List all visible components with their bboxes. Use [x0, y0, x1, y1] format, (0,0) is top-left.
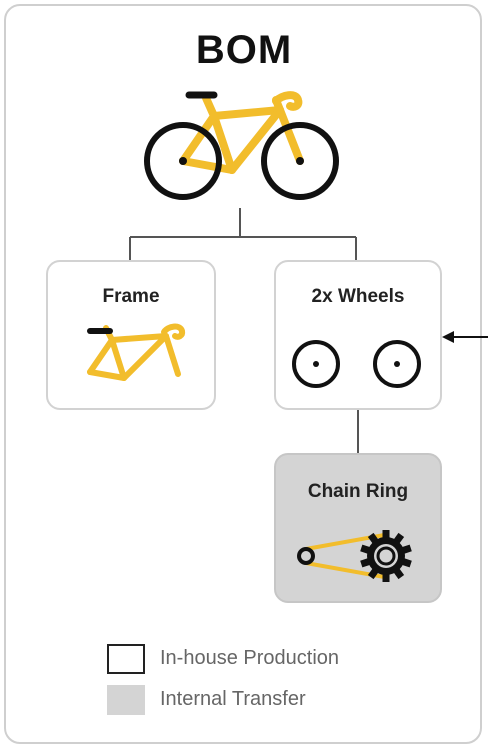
legend-swatch-internal-transfer: [107, 685, 145, 715]
chain-ring-icon: [297, 530, 412, 582]
frame-icon: [87, 323, 186, 381]
legend-label-in-house: In-house Production: [160, 647, 340, 669]
frame-node: Frame: [46, 260, 216, 410]
wheels-node: 2x Wheels: [274, 260, 442, 410]
wheel-icons: [292, 340, 421, 388]
wheel-icon: [292, 340, 340, 388]
wheels-label: 2x Wheels: [311, 286, 405, 307]
wheel-icon: [373, 340, 421, 388]
legend-swatch-in-house: [107, 644, 145, 674]
frame-label: Frame: [102, 286, 160, 307]
chain-ring-label: Chain Ring: [307, 481, 409, 502]
incoming-arrow-icon: [442, 331, 488, 343]
legend-label-internal-transfer: Internal Transfer: [160, 688, 306, 710]
diagram-title: BOM: [195, 28, 293, 72]
chain-ring-node: Chain Ring: [274, 453, 442, 603]
